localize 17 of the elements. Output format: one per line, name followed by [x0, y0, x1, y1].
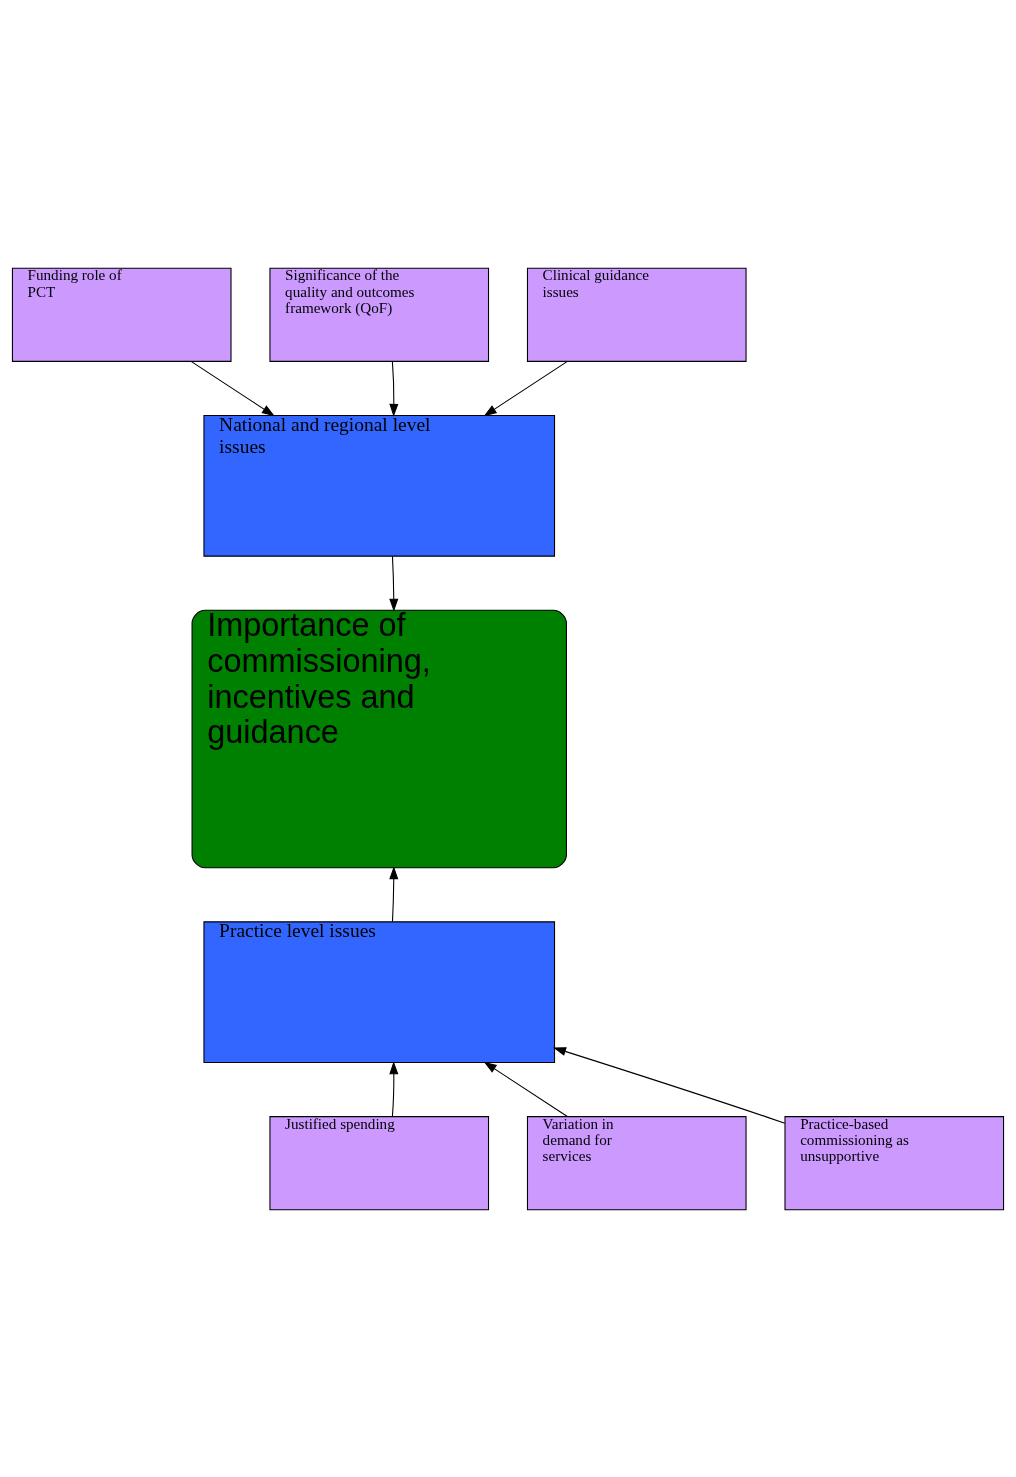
- node-box: Clinical guidance issues: [526, 267, 747, 362]
- node-box: Practice level issues: [203, 920, 556, 1063]
- node-box: Importance of commissioning, incentives and guidance: [191, 609, 567, 868]
- arrow: [389, 1060, 399, 1117]
- arrow: [553, 1046, 786, 1124]
- node-box: Justified spending: [269, 1115, 490, 1210]
- node-box: National and regional level issues: [203, 414, 556, 557]
- node-box: Variation in demand for services: [526, 1115, 747, 1210]
- arrow: [389, 865, 399, 922]
- arrow: [483, 360, 568, 416]
- node-box: Practice-based commissioning as unsupportive: [784, 1115, 1005, 1210]
- arrow: [389, 555, 399, 612]
- arrow: [389, 360, 399, 417]
- node-box: Funding role of PCT: [11, 267, 232, 362]
- arrow: [190, 360, 275, 416]
- node-box: Significance of the quality and outcomes framework (QoF): [269, 267, 490, 362]
- arrow: [483, 1061, 568, 1117]
